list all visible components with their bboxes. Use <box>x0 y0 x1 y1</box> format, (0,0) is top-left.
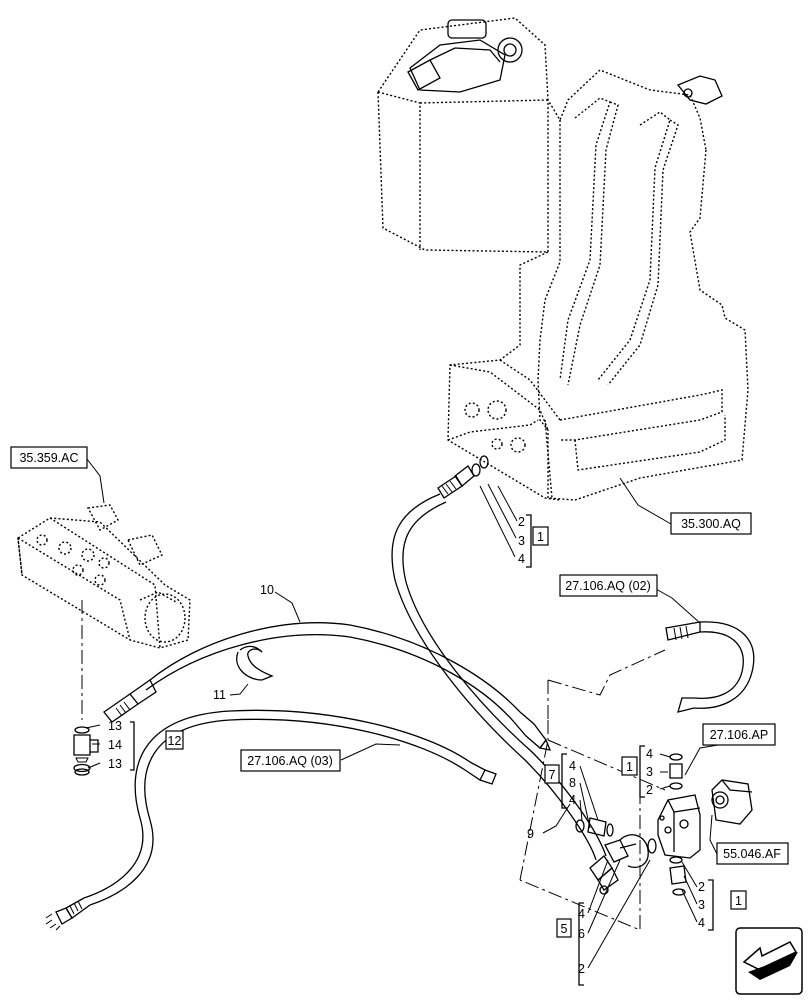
callout-4-manifold-bottom: 4 <box>698 916 705 930</box>
callout-4-g7-upper: 4 <box>569 759 576 773</box>
ref-27-106-aq-03[interactable]: 27.106.AQ (03) <box>240 749 341 772</box>
hydraulic-pump <box>711 779 753 825</box>
callout-3-tank: 3 <box>518 534 525 548</box>
ref-55-046-af-label: 55.046.AF <box>723 847 781 861</box>
callout-4-g5: 4 <box>578 907 585 921</box>
hose-9 <box>391 493 619 895</box>
callout-7-box: 7 <box>549 768 556 782</box>
callout-group-1-tank: 2 3 4 1 <box>518 514 549 568</box>
hose-aq-02 <box>665 621 755 713</box>
callout-4-g7-lower: 4 <box>569 793 576 807</box>
callout-8: 8 <box>569 776 576 790</box>
callout-group-5: 5 4 6 2 <box>556 902 585 986</box>
hose-clip-11 <box>236 645 274 681</box>
ref-27-106-aq-02[interactable]: 27.106.AQ (02) <box>559 574 658 597</box>
callout-group-12: 13 14 13 12 <box>108 719 184 771</box>
callout-2-g5: 2 <box>578 962 585 976</box>
callout-10: 10 <box>260 583 274 597</box>
callout-9: 9 <box>527 827 534 841</box>
ref-35-359-ac-label: 35.359.AC <box>19 451 78 465</box>
hydraulic-tank <box>377 17 749 501</box>
tee-fitting <box>73 726 99 776</box>
control-valve <box>17 504 191 649</box>
ref-27-106-ap-label: 27.106.AP <box>710 728 768 742</box>
tank-outlet-fitting <box>437 455 489 499</box>
callout-4-tank: 4 <box>518 552 525 566</box>
ref-35-359-ac[interactable]: 35.359.AC <box>10 446 88 469</box>
leader-lines <box>85 458 719 969</box>
callout-1-manifold-bottom-box: 1 <box>735 894 742 908</box>
manifold-bottom-fittings <box>669 856 687 896</box>
mounting-phantom-frame <box>519 649 666 931</box>
ref-35-300-aq-label: 35.300.AQ <box>681 517 741 531</box>
callout-group-7: 7 4 8 4 <box>544 753 576 809</box>
elbow-assembly <box>575 817 657 868</box>
ref-27-106-aq-02-label: 27.106.AQ (02) <box>565 579 650 593</box>
callout-group-1-manifold-top: 1 4 3 2 <box>621 745 653 798</box>
ref-27-106-aq-03-label: 27.106.AQ (03) <box>247 754 332 768</box>
callout-11: 11 <box>213 688 226 702</box>
callout-4-manifold-top: 4 <box>646 747 653 761</box>
callout-2-manifold-bottom: 2 <box>698 880 705 894</box>
callout-group-1-manifold-bottom: 2 3 4 1 <box>698 879 747 931</box>
callout-1-tank-box: 1 <box>537 530 544 544</box>
callout-13-upper: 13 <box>108 719 122 733</box>
callout-3-manifold-top: 3 <box>646 765 653 779</box>
callout-6: 6 <box>578 927 585 941</box>
ref-35-300-aq[interactable]: 35.300.AQ <box>670 512 752 535</box>
callout-2-tank: 2 <box>518 515 525 529</box>
callout-14: 14 <box>108 738 122 752</box>
callout-1-manifold-top-box: 1 <box>626 760 633 774</box>
callout-13-lower: 13 <box>108 757 122 771</box>
ref-27-106-ap[interactable]: 27.106.AP <box>702 723 776 746</box>
callout-5-box: 5 <box>561 922 568 936</box>
manifold-block <box>657 794 701 859</box>
manifold-top-fittings <box>669 753 683 790</box>
hose-10 <box>103 622 552 751</box>
callout-12-box: 12 <box>168 734 182 748</box>
ref-55-046-af[interactable]: 55.046.AF <box>716 842 789 865</box>
arrow-icon[interactable] <box>735 927 803 995</box>
callout-2-manifold-top: 2 <box>646 783 653 797</box>
callout-3-manifold-bottom: 3 <box>698 898 705 912</box>
